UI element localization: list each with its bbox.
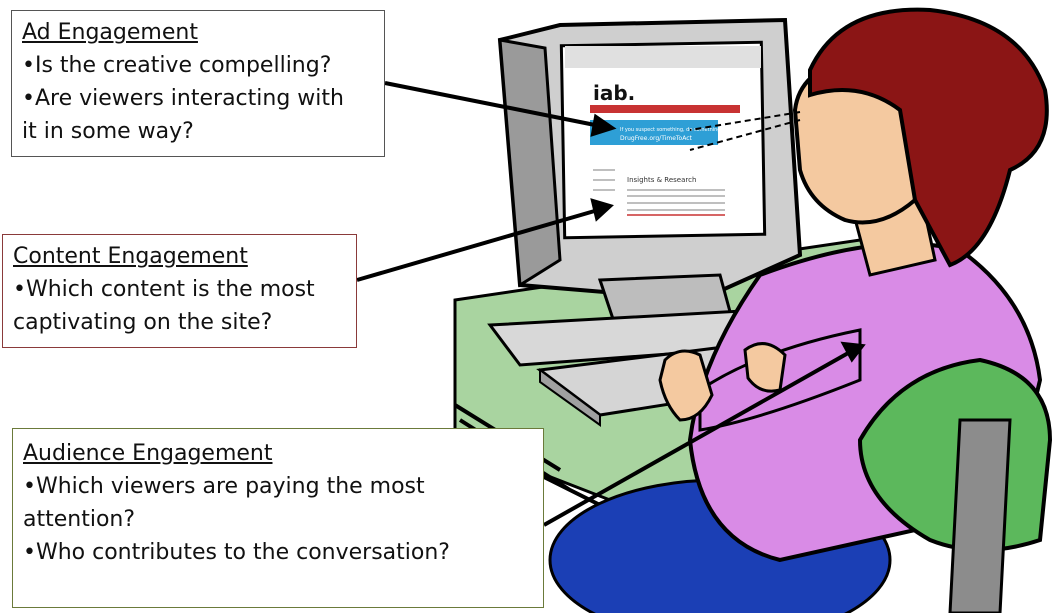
- screen-page-heading: Insights & Research: [627, 176, 696, 184]
- audience-engagement-line: •Which viewers are paying the most: [23, 474, 425, 499]
- ad-engagement-line: •Is the creative compelling?: [22, 53, 332, 78]
- arrow-content-head: [590, 198, 614, 222]
- ad-engagement-line: •Are viewers interacting with: [22, 86, 344, 111]
- screen-banner-line2: DrugFree.org/TimeToAct: [620, 135, 692, 142]
- ad-engagement-heading: Ad Engagement: [22, 20, 198, 45]
- arrow-content: [356, 208, 599, 282]
- screen-titlebar: [565, 46, 761, 68]
- hair: [808, 7, 1049, 268]
- content-engagement-callout: Content Engagement •Which content is the…: [2, 234, 357, 348]
- content-engagement-line: captivating on the site?: [13, 310, 273, 335]
- arrow-audience-head: [840, 341, 866, 363]
- ad-engagement-callout: Ad Engagement •Is the creative compellin…: [11, 10, 385, 157]
- audience-engagement-callout: Audience Engagement •Which viewers are p…: [12, 428, 544, 608]
- screen-banner: [590, 120, 718, 145]
- arrow-ad: [384, 81, 601, 128]
- content-engagement-heading: Content Engagement: [13, 244, 248, 269]
- ad-engagement-line: it in some way?: [22, 119, 194, 144]
- screen-banner-line1: If you suspect something, do something.: [620, 127, 722, 133]
- screen-text-lines: [593, 169, 725, 211]
- screen-logo: iab.: [593, 81, 635, 105]
- gaze-line-top: [689, 111, 801, 131]
- content-engagement-line: •Which content is the most: [13, 277, 315, 302]
- chair-post: [948, 418, 1012, 613]
- audience-engagement-line: •Who contributes to the conversation?: [23, 540, 450, 565]
- left-hand: [658, 349, 714, 422]
- keyboard-front: [539, 368, 601, 427]
- audience-engagement-heading: Audience Engagement: [23, 441, 273, 466]
- arrow-audience: [543, 350, 851, 527]
- audience-engagement-line: attention?: [23, 507, 136, 532]
- arrow-ad-head: [590, 113, 617, 137]
- pointer-arrows: [356, 81, 866, 527]
- gaze-line-bottom: [689, 119, 801, 151]
- screen-nav-bar: [590, 105, 740, 113]
